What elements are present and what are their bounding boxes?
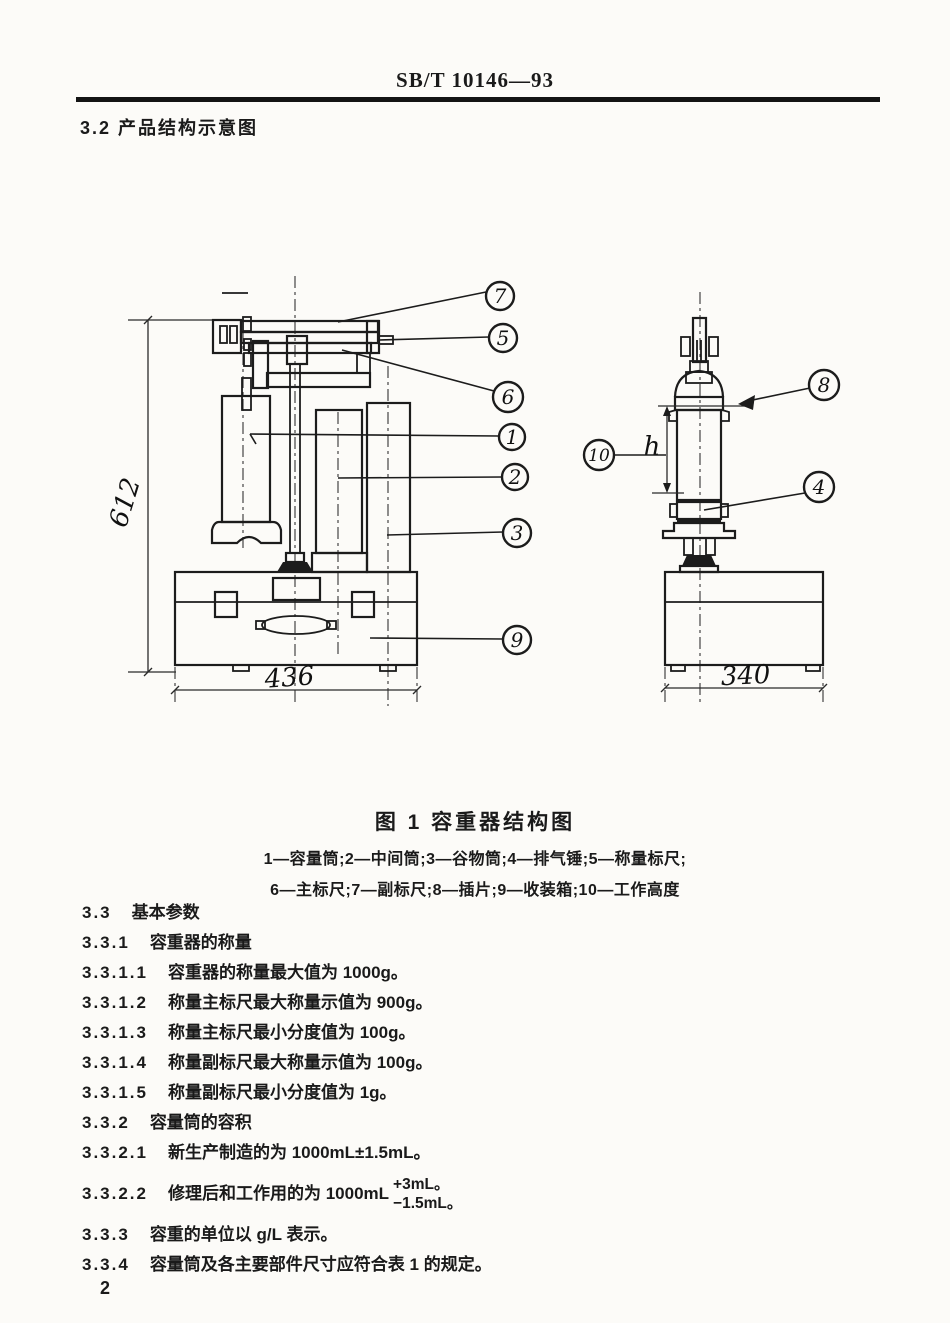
- callout-5: 5: [487, 322, 519, 354]
- svg-text:5: 5: [497, 326, 510, 350]
- svg-text:9: 9: [511, 628, 524, 652]
- svg-text:3: 3: [511, 521, 524, 545]
- dimension-h: h: [644, 405, 748, 494]
- balance-beam: [211, 316, 394, 411]
- svg-text:8: 8: [818, 373, 831, 397]
- side-pedestal: [661, 521, 737, 574]
- callout-9: 9: [501, 624, 533, 656]
- callout-1: 1: [497, 422, 527, 452]
- svg-text:4: 4: [812, 475, 826, 499]
- side-view: 340 h 8 10: [582, 292, 841, 705]
- figure-1-diagram: 6 1 2: [104, 276, 841, 706]
- standard-code-header: SB/T 10146—93: [396, 68, 554, 92]
- header-rule: [76, 97, 880, 102]
- side-storage-box: [663, 570, 825, 672]
- dimension-612: 612: [104, 315, 215, 677]
- callout-6: 6: [491, 380, 525, 414]
- callout-10: 10: [582, 438, 616, 472]
- dim-340-label: 340: [720, 660, 771, 693]
- page-number: 2: [100, 1278, 111, 1298]
- svg-text:7: 7: [494, 284, 507, 308]
- svg-text:6: 6: [502, 385, 515, 409]
- callout-4: 4: [802, 470, 836, 504]
- dimension-436: 436: [170, 661, 422, 704]
- tolerance-plus: +3mL。: [393, 1176, 450, 1193]
- measuring-cylinder: [210, 394, 283, 545]
- side-cylinder: [668, 369, 730, 502]
- callout-2: 2: [500, 462, 530, 492]
- figure-legend-line-2: 6—主标尺;7—副标尺;8—插片;9—收装箱;10—工作高度: [270, 882, 680, 899]
- figure-caption: 图 1 容重器结构图: [374, 811, 576, 834]
- figure-legend-line-1: 1—容量筒;2—中间筒;3—谷物筒;4—排气锤;5—称量标尺;: [263, 851, 687, 868]
- callout-8: 8: [807, 368, 841, 402]
- callout-7: 7: [484, 280, 516, 312]
- top-clamp: [680, 316, 719, 384]
- tolerance-minus: −1.5mL。: [393, 1195, 463, 1212]
- dim-436-label: 436: [263, 661, 316, 694]
- dim-h-label: h: [644, 432, 661, 462]
- support-column: [277, 364, 313, 572]
- tolerance-stack: +3mL。 −1.5mL。: [393, 1175, 462, 1213]
- storage-box: [173, 570, 419, 672]
- svg-text:2: 2: [508, 465, 522, 489]
- front-view: 6 1 2: [104, 276, 533, 706]
- air-discharge-hammer: [669, 500, 729, 523]
- callout-3: 3: [501, 517, 533, 549]
- svg-text:10: 10: [588, 446, 610, 466]
- dimension-340: 340: [660, 660, 828, 704]
- dim-612-label: 612: [104, 475, 147, 531]
- section-3-2-heading: 3.2 产品结构示意图: [80, 118, 259, 138]
- svg-text:1: 1: [506, 425, 519, 449]
